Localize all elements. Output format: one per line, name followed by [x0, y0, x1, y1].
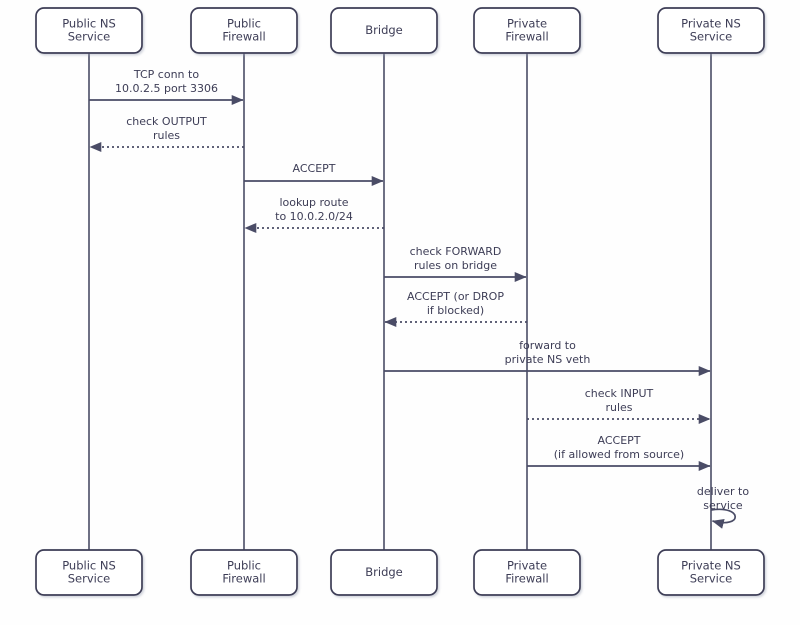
actor-label-line2: Service — [68, 30, 111, 44]
actor-label-line1: Public — [227, 559, 261, 573]
self-message-label-line2: service — [703, 499, 743, 512]
actor-box-frame — [35, 549, 143, 596]
actor-box-frame — [190, 7, 298, 54]
actor-label-line1: Bridge — [365, 565, 403, 579]
actor-label-line2: Firewall — [222, 572, 265, 586]
message-label-line1: ACCEPT — [598, 434, 641, 447]
message-label-line1: lookup route — [279, 196, 348, 209]
actor-label-line1: Public NS — [62, 17, 116, 31]
actor-label-line1: Private NS — [681, 17, 741, 31]
actor-label-line2: Service — [690, 30, 733, 44]
actor-label-line1: Private NS — [681, 559, 741, 573]
actor-label-line2: Firewall — [222, 30, 265, 44]
message-label-line1: ACCEPT (or DROP — [407, 290, 504, 303]
actor-box-frame — [657, 549, 765, 596]
actor-label-line1: Private — [507, 17, 547, 31]
actor-label-line2: Service — [68, 572, 111, 586]
self-message-label-line1: deliver to — [697, 485, 749, 498]
lifelines-group — [88, 53, 712, 550]
message-label-line2: (if allowed from source) — [554, 448, 684, 461]
actor-box-frame — [330, 549, 438, 596]
message-label-line2: 10.0.2.5 port 3306 — [115, 82, 218, 95]
actor-box-bridge-bottom[interactable]: Bridge — [330, 549, 438, 596]
message-label-line2: rules — [153, 129, 180, 142]
actor-label-line1: Bridge — [365, 23, 403, 37]
message-label-line1: check INPUT — [585, 387, 654, 400]
self-message-loop — [710, 508, 737, 529]
message-label-line1: TCP conn to — [133, 68, 199, 81]
actor-box-frame — [35, 7, 143, 54]
message-label-line2: if blocked) — [427, 304, 484, 317]
actor-box-frame — [330, 7, 438, 54]
message-label-line1: forward to — [519, 339, 576, 352]
actor-label-line2: Firewall — [505, 30, 548, 44]
actor-label-line1: Public — [227, 17, 261, 31]
message-label-line1: check FORWARD — [410, 245, 502, 258]
message-label-line2: rules — [605, 401, 632, 414]
actor-box-frame — [473, 549, 581, 596]
message-label-line1: ACCEPT — [293, 162, 336, 175]
actor-box-frame — [657, 7, 765, 54]
message-accept-if-allowed: ACCEPT(if allowed from source) — [527, 434, 711, 471]
message-accept-public: ACCEPT — [244, 162, 384, 186]
message-label-line2: rules on bridge — [414, 259, 497, 272]
actor-box-frame — [190, 549, 298, 596]
actor-label-line2: Firewall — [505, 572, 548, 586]
actor-label-line1: Public NS — [62, 559, 116, 573]
message-label-line2: to 10.0.2.0/24 — [275, 210, 353, 223]
actor-box-bridge-top[interactable]: Bridge — [330, 7, 438, 54]
message-label-line2: private NS veth — [505, 353, 591, 366]
actor-label-line2: Service — [690, 572, 733, 586]
message-label-line1: check OUTPUT — [126, 115, 207, 128]
actor-box-frame — [473, 7, 581, 54]
actor-label-line1: Private — [507, 559, 547, 573]
